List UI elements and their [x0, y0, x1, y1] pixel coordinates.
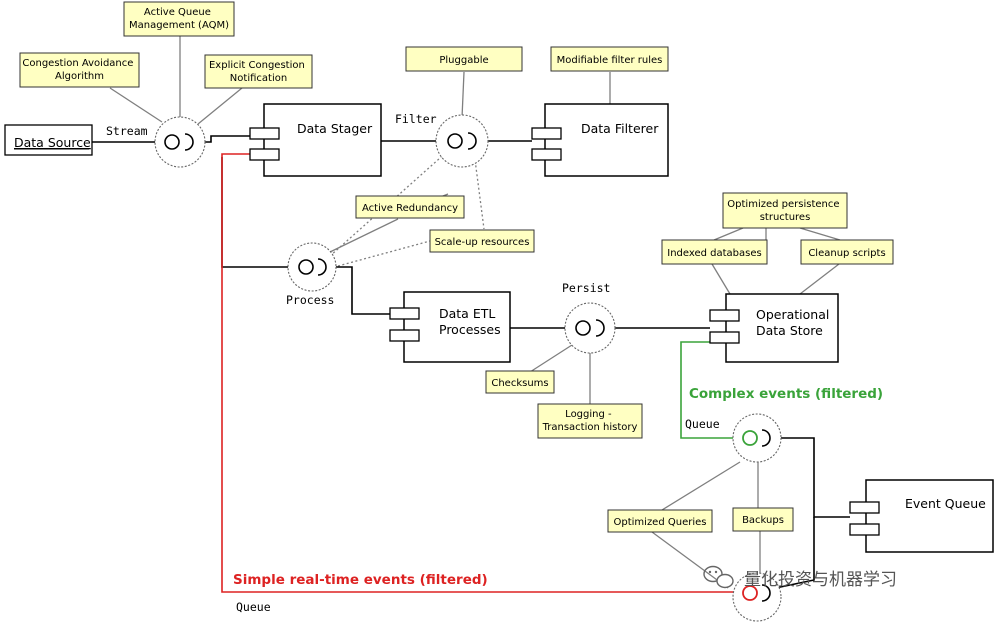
label-filter: Filter: [395, 112, 437, 126]
svg-text:Operational Data Store: Operational Data Store: [756, 307, 833, 338]
svg-text:Pluggable: Pluggable: [439, 55, 488, 66]
note-checksums: Checksums: [485, 370, 555, 394]
simple-events-line: [221, 153, 742, 593]
label-complex-events: Complex events (filtered): [689, 386, 883, 402]
component-data-filterer: Data Filterer: [531, 103, 669, 177]
note-congestion-avoidance: Congestion Avoidance Algorithm: [19, 52, 140, 88]
note-logging: Logging - Transaction history: [537, 403, 643, 439]
note-optimized-persistence: Optimized persistence structures: [722, 192, 848, 229]
component-data-stager: Data Stager: [249, 103, 382, 177]
svg-text:Cleanup scripts: Cleanup scripts: [808, 248, 885, 259]
note-aqm: Active Queue Management (AQM): [123, 1, 235, 37]
svg-text:Data Filterer: Data Filterer: [581, 121, 659, 136]
note-ecn: Explicit Congestion Notification: [204, 54, 313, 89]
port-stream: [154, 116, 206, 168]
svg-text:Active Redundancy: Active Redundancy: [362, 203, 458, 214]
port-queue-bottom: [732, 572, 782, 622]
port-filter: [435, 114, 489, 168]
svg-text:Logging - Transaction hi: Logging - Transaction history: [542, 409, 638, 433]
svg-text:Checksums: Checksums: [491, 378, 548, 389]
label-persist: Persist: [562, 281, 610, 295]
label-queue-top: Queue: [685, 417, 720, 431]
watermark-text: 量化投资与机器学习: [744, 570, 897, 590]
label-stream: Stream: [106, 124, 148, 138]
complex-events-line: [680, 341, 742, 439]
svg-text:Scale-up resources: Scale-up resources: [435, 237, 530, 248]
label-process: Process: [286, 293, 334, 307]
svg-text:Congestion Avoidance Alg: Congestion Avoidance Algorithm: [22, 58, 136, 82]
svg-text:Event Queue: Event Queue: [905, 496, 986, 511]
note-modifiable-filter-rules: Modifiable filter rules: [550, 46, 669, 72]
svg-text:Backups: Backups: [742, 515, 784, 526]
label-queue-bottom: Queue: [236, 600, 271, 614]
svg-text:Data Stager: Data Stager: [297, 121, 373, 136]
note-pluggable: Pluggable: [405, 46, 523, 72]
port-persist: [564, 302, 616, 354]
note-active-redundancy: Active Redundancy: [355, 195, 465, 219]
svg-text:Optimized persistence st: Optimized persistence structures: [727, 199, 842, 223]
svg-text:Explicit Congestion Noti: Explicit Congestion Notification: [209, 60, 308, 84]
svg-text:Modifiable filter rules: Modifiable filter rules: [557, 55, 663, 66]
data-source: Data Source: [4, 124, 93, 156]
svg-text:Indexed databases: Indexed databases: [667, 248, 761, 259]
svg-text:Data Source: Data Source: [14, 135, 91, 150]
note-cleanup-scripts: Cleanup scripts: [800, 239, 894, 265]
dependency-lines: [329, 149, 485, 267]
svg-text:Active Queue Management: Active Queue Management (AQM): [129, 7, 229, 31]
port-process: [287, 242, 337, 292]
note-scale-up-resources: Scale-up resources: [429, 229, 535, 253]
port-queue-top: [732, 413, 782, 463]
svg-text:Optimized Queries: Optimized Queries: [614, 517, 707, 528]
label-simple-events: Simple real-time events (filtered): [233, 572, 488, 588]
component-data-etl-processes: Data ETL Processes: [389, 291, 511, 363]
component-event-queue: Event Queue: [849, 479, 994, 553]
note-indexed-databases: Indexed databases: [661, 239, 768, 265]
note-backups: Backups: [732, 507, 794, 532]
svg-text:Data ETL Processes: Data ETL Processes: [439, 306, 501, 337]
note-optimized-queries: Optimized Queries: [607, 509, 713, 533]
wechat-icon: [703, 565, 734, 589]
component-operational-data-store: Operational Data Store: [709, 293, 839, 363]
watermark: 量化投资与机器学习: [703, 565, 897, 590]
